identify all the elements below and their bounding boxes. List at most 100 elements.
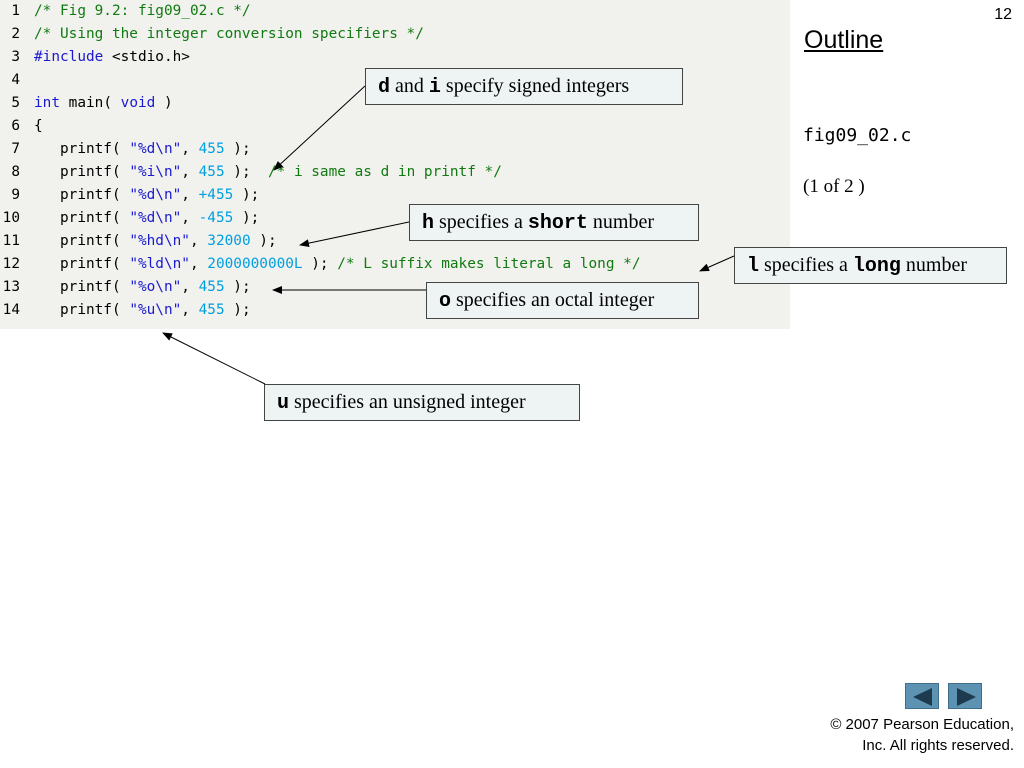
code-token-number: 2000000000L bbox=[207, 256, 303, 272]
code-token-string: "%i\n" bbox=[129, 164, 182, 180]
code-token-string: "%d\n" bbox=[129, 187, 182, 203]
line-number: 13 bbox=[2, 279, 20, 295]
line-number: 14 bbox=[2, 302, 20, 318]
code-token-plain: ); bbox=[224, 141, 251, 157]
code-line: 2 /* Using the integer conversion specifi… bbox=[0, 23, 424, 46]
code-line: 3#include <stdio.h> bbox=[0, 46, 190, 69]
callout-o-octal: o specifies an octal integer bbox=[426, 282, 699, 319]
code-token-plain: ); bbox=[224, 164, 268, 180]
code-line: 7 printf( "%d\n", 455 ); bbox=[0, 138, 251, 161]
code-token-plain: ); bbox=[302, 256, 338, 272]
line-number: 10 bbox=[2, 210, 20, 226]
code-token-plain: main( bbox=[60, 95, 121, 111]
code-token-plain: ); bbox=[233, 187, 260, 203]
code-token-string: "%u\n" bbox=[129, 302, 182, 318]
code-token-number: 32000 bbox=[207, 233, 251, 249]
line-number: 9 bbox=[11, 187, 20, 203]
code-token-number: -455 bbox=[198, 210, 234, 226]
code-line: 4 bbox=[0, 69, 34, 92]
code-token-number: 455 bbox=[198, 302, 225, 318]
code-token-comment: /* Fig 9.2: fig09_02.c */ bbox=[34, 3, 251, 19]
previous-slide-button[interactable] bbox=[905, 683, 939, 709]
code-token-plain: printf( bbox=[34, 141, 130, 157]
code-token-keyword: #include bbox=[34, 49, 104, 65]
callout-text: specifies a bbox=[434, 211, 528, 233]
callout-code: long bbox=[852, 255, 901, 278]
code-token-plain: , bbox=[189, 233, 208, 249]
code-line: 13 printf( "%o\n", 455 ); bbox=[0, 276, 251, 299]
callout-code: o bbox=[439, 290, 452, 313]
code-line: 10 printf( "%d\n", -455 ); bbox=[0, 207, 260, 230]
callout-text: number bbox=[587, 211, 654, 233]
callout-d-and-i: d and i specify signed integers bbox=[365, 68, 683, 105]
code-token-plain: , bbox=[181, 279, 199, 295]
code-token-keyword: void bbox=[120, 95, 156, 111]
callout-code: l bbox=[747, 255, 760, 278]
code-token-plain: ); bbox=[224, 302, 251, 318]
callout-text: and bbox=[390, 75, 429, 97]
next-slide-button[interactable] bbox=[948, 683, 982, 709]
part-label: (1 of 2 ) bbox=[803, 176, 865, 197]
code-token-plain: ); bbox=[250, 233, 277, 249]
line-number: 6 bbox=[11, 118, 20, 134]
code-line: 14 printf( "%u\n", 455 ); bbox=[0, 299, 251, 322]
code-token-plain: printf( bbox=[34, 256, 130, 272]
code-token-plain: , bbox=[181, 187, 199, 203]
code-token-plain: printf( bbox=[34, 233, 130, 249]
code-token-comment: /* i same as d in printf */ bbox=[267, 164, 502, 180]
line-number: 12 bbox=[2, 256, 20, 272]
callout-text: specifies a bbox=[759, 254, 853, 276]
code-token-plain: printf( bbox=[34, 279, 130, 295]
code-token-plain: <stdio.h> bbox=[103, 49, 190, 65]
callout-text: specifies an unsigned integer bbox=[289, 391, 526, 413]
callout-code: u bbox=[277, 392, 290, 415]
code-line: 12 printf( "%ld\n", 2000000000L ); /* L … bbox=[0, 253, 641, 276]
page-number: 12 bbox=[994, 6, 1012, 23]
code-token-string: "%ld\n" bbox=[129, 256, 190, 272]
code-token-plain: , bbox=[181, 141, 199, 157]
code-token-plain: , bbox=[181, 210, 199, 226]
line-number: 1 bbox=[11, 3, 20, 19]
arrow-u bbox=[162, 332, 266, 385]
code-token-plain: ) bbox=[155, 95, 173, 111]
code-token-plain: , bbox=[181, 302, 199, 318]
code-token-keyword: int bbox=[34, 95, 60, 111]
line-number: 11 bbox=[2, 233, 20, 249]
callout-code: short bbox=[527, 212, 588, 235]
code-line: 8 printf( "%i\n", 455 ); /* i same as d … bbox=[0, 161, 502, 184]
callout-code: h bbox=[422, 212, 435, 235]
code-line: 6{ bbox=[0, 115, 43, 138]
callout-text: specifies an octal integer bbox=[451, 289, 655, 311]
line-number: 5 bbox=[11, 95, 20, 111]
callout-text: number bbox=[900, 254, 967, 276]
code-token-plain: { bbox=[34, 118, 43, 134]
code-token-comment: /* Using the integer conversion specifie… bbox=[34, 26, 424, 42]
code-line: 5 int main( void ) bbox=[0, 92, 173, 115]
code-token-string: "%o\n" bbox=[129, 279, 182, 295]
copyright-line: Inc. All rights reserved. bbox=[862, 737, 1014, 754]
file-name: fig09_02.c bbox=[803, 125, 912, 146]
code-token-number: 455 bbox=[198, 279, 225, 295]
code-line: 11 printf( "%hd\n", 32000 ); bbox=[0, 230, 277, 253]
line-number: 2 bbox=[11, 26, 20, 42]
code-token-comment: /* L suffix makes literal a long */ bbox=[337, 256, 641, 272]
line-number: 4 bbox=[11, 72, 20, 88]
callout-code: d bbox=[378, 76, 391, 99]
code-token-number: 455 bbox=[198, 164, 225, 180]
code-listing-panel: 1 /* Fig 9.2: fig09_02.c */ 2 /* Using the … bbox=[0, 0, 790, 329]
line-number: 8 bbox=[11, 164, 20, 180]
callout-text: specify signed integers bbox=[440, 75, 630, 97]
outline-title: Outline bbox=[804, 26, 884, 54]
code-line: 1 /* Fig 9.2: fig09_02.c */ bbox=[0, 0, 251, 23]
callout-u-unsigned: u specifies an unsigned integer bbox=[264, 384, 580, 421]
code-token-number: 455 bbox=[198, 141, 225, 157]
copyright-notice: © 2007 Pearson Education, Inc. All right… bbox=[830, 714, 1014, 756]
code-line: 9 printf( "%d\n", +455 ); bbox=[0, 184, 259, 207]
code-token-string: "%hd\n" bbox=[129, 233, 190, 249]
code-token-plain: printf( bbox=[34, 302, 130, 318]
code-token-plain: ); bbox=[233, 210, 260, 226]
triangle-left-icon bbox=[913, 688, 932, 706]
code-token-plain: , bbox=[181, 164, 199, 180]
callout-code: i bbox=[428, 76, 441, 99]
code-token-plain: printf( bbox=[34, 187, 130, 203]
